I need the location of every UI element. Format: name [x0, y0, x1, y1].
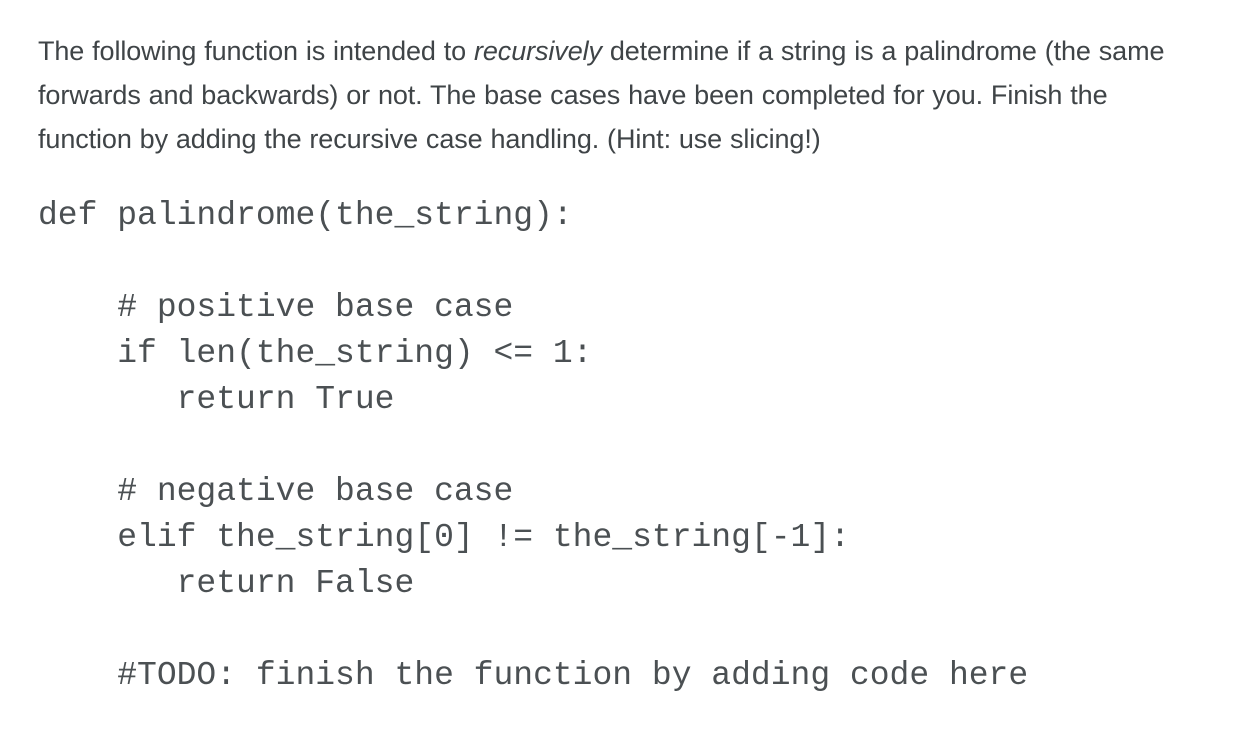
code-line: # negative base case	[38, 473, 514, 510]
prompt-text-part-2: determine if a string is a palindrome (t…	[38, 36, 1165, 154]
prompt-emphasis-recursively: recursively	[473, 36, 602, 66]
prompt-text-part-1: The following function is intended to	[38, 36, 474, 66]
code-line: if len(the_string) <= 1:	[38, 335, 593, 372]
code-line: def palindrome(the_string):	[38, 197, 573, 234]
python-code: def palindrome(the_string): # positive b…	[38, 197, 1028, 694]
exercise-page: The following function is intended to re…	[38, 29, 1190, 694]
code-line: elif the_string[0] != the_string[-1]:	[38, 519, 850, 556]
code-line: #TODO: finish the function by adding cod…	[38, 657, 1029, 694]
code-line: return True	[38, 381, 395, 418]
code-block: def palindrome(the_string): # positive b…	[38, 193, 1198, 699]
code-line: # positive base case	[38, 289, 514, 326]
prompt-paragraph: The following function is intended to re…	[38, 29, 1190, 161]
code-line: return False	[38, 565, 415, 602]
